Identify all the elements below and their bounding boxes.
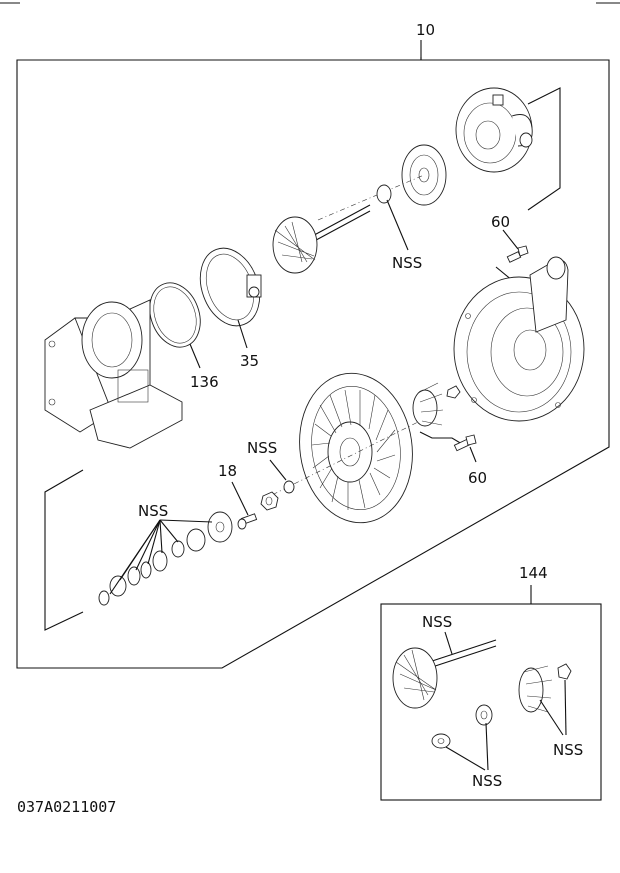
drawing-code-label: 037A0211007	[17, 798, 116, 816]
compressor-wheel-leader	[419, 431, 463, 445]
compressor-wheel	[412, 382, 461, 427]
seal-ring-leader	[386, 199, 409, 251]
part-60-bottom-label: 60	[468, 469, 487, 487]
bearing-ring-1	[171, 540, 185, 558]
turbine-shaft-wheel	[272, 204, 371, 274]
nss-washer-leader	[269, 459, 287, 481]
assembly-number-label: 10	[416, 21, 435, 39]
nss-kit-bushing-label: NSS	[472, 772, 502, 790]
nss-kit-shaft-leader	[444, 631, 453, 655]
washer	[283, 480, 295, 494]
bolt-60-bottom	[453, 434, 477, 452]
part-35-label: 35	[240, 352, 259, 370]
assembly-boundary	[16, 57, 610, 669]
kit-bushing	[475, 704, 493, 726]
compressor-cover	[455, 87, 533, 173]
axis-line-lower	[261, 415, 431, 501]
part-136-label: 136	[190, 373, 219, 391]
bolt-60-top-leader	[502, 229, 519, 250]
nss-kit-wheel-label: NSS	[553, 741, 583, 759]
seal-ring	[376, 184, 392, 204]
nss-kit-wheel-leaders	[539, 679, 567, 736]
bracket-lower-left	[44, 469, 84, 631]
nss-seal-ring-label: NSS	[392, 254, 422, 272]
thrust-collar	[207, 511, 233, 543]
part-18-label: 18	[218, 462, 237, 480]
nss-kit-bushing-leaders	[445, 722, 489, 771]
o-ring-inner	[153, 286, 197, 344]
bolt-60-bottom-leader	[469, 446, 477, 463]
kit-compressor-wheel	[518, 663, 572, 713]
screw-18	[237, 513, 258, 530]
o-ring-leader	[189, 343, 201, 369]
bolt-60-top	[506, 245, 529, 263]
nss-bearing-stack-leaders	[109, 519, 213, 595]
kit-washer	[431, 733, 451, 749]
compressor-housing	[453, 256, 585, 422]
bearing-ring-2	[152, 550, 168, 572]
kit-box	[380, 603, 602, 801]
snap-ring	[98, 590, 110, 606]
bearing-ring-3	[140, 561, 152, 579]
nss-washer-label: NSS	[247, 439, 277, 457]
bearing-ring-4	[127, 566, 141, 586]
nut	[260, 491, 279, 511]
center-housing	[299, 372, 413, 524]
back-plate	[401, 144, 447, 206]
bearing-ring-5	[109, 575, 127, 597]
nss-kit-shaft-label: NSS	[422, 613, 452, 631]
clamp-band-leader	[237, 319, 248, 349]
bracket-upper-right	[527, 87, 561, 211]
part-18-leader	[231, 481, 249, 516]
nss-bearing-stack-label: NSS	[138, 502, 168, 520]
kit-turbine-shaft	[392, 639, 497, 709]
spacer-ring	[186, 528, 206, 552]
kit-number-label: 144	[519, 564, 548, 582]
axis-line-upper	[317, 174, 425, 221]
turbine-housing	[44, 299, 183, 449]
part-60-top-label: 60	[491, 213, 510, 231]
clamp-band	[199, 247, 262, 327]
o-ring	[149, 282, 201, 348]
